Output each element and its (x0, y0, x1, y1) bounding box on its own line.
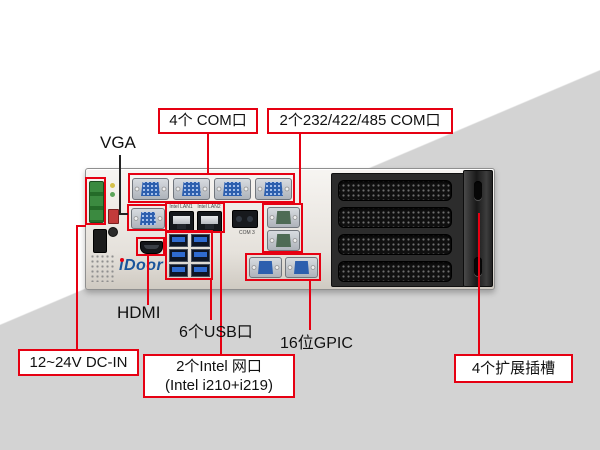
callout-label-lan: 2个Intel 网口 (Intel i210+i219) (165, 357, 273, 396)
lan2-print-label: Intel LAN2 (197, 204, 221, 210)
vga-port (131, 208, 165, 229)
expansion-slot-2 (338, 207, 452, 228)
callout-label-gpio: 16位GPIC (280, 335, 353, 352)
com-port-5 (267, 207, 300, 228)
callout-line-slots (478, 213, 480, 355)
callout-line-gpio (309, 281, 311, 330)
callout-label-slots: 4个扩展插槽 (471, 359, 556, 377)
callout-box-lan: 2个Intel 网口 (Intel i210+i219) (143, 354, 295, 398)
power-switch (108, 209, 119, 224)
callout-label-lan-line2: (Intel i210+i219) (165, 377, 273, 394)
com3-print-label: COM 3 (239, 230, 255, 236)
highlight-com-ports (128, 173, 295, 203)
gpio-port-2 (285, 257, 318, 278)
usb-port-1 (169, 234, 188, 247)
callout-line-lan (220, 233, 222, 355)
expansion-slot-1 (338, 180, 452, 201)
com-port-1 (132, 178, 169, 200)
expansion-slot-area (331, 173, 465, 287)
callout-line-hdmi (147, 256, 149, 305)
callout-label-usb: 6个USB口 (179, 324, 253, 341)
bracket-hole-top (474, 181, 482, 200)
callout-box-com232: 2个232/422/485 COM口 (267, 108, 453, 134)
callout-label-vga: VGA (100, 133, 136, 152)
brand-logo-dot (120, 258, 124, 262)
expansion-slot-4 (338, 261, 452, 282)
usb-port-5 (169, 264, 188, 277)
audio-jacks (232, 210, 258, 228)
callout-line-vga-h (119, 213, 128, 215)
callout-box-dcin: 12~24V DC-IN (18, 349, 139, 376)
gpio-port-1 (249, 257, 282, 278)
callout-label-dcin: 12~24V DC-IN (29, 353, 128, 371)
callout-line-vga (119, 155, 121, 215)
callout-label-lan-line1: 2个Intel 网口 (176, 357, 262, 375)
highlight-com232-ports (262, 203, 303, 253)
callout-box-com4: 4个 COM口 (158, 108, 258, 134)
callout-label-com232: 2个232/422/485 COM口 (279, 112, 441, 130)
lan1-print-label: Intel LAN1 (169, 204, 193, 210)
usb-port-2 (191, 234, 210, 247)
highlight-dc-terminal (85, 177, 106, 225)
callout-label-hdmi: HDMI (117, 303, 161, 322)
usb-port-6 (191, 264, 210, 277)
callout-line-dcin-h (76, 225, 86, 227)
callout-line-usb (210, 280, 212, 320)
callout-line-com4 (207, 134, 209, 173)
com-port-4 (255, 178, 292, 200)
highlight-lan-ports (165, 202, 225, 233)
hdmi-port (140, 241, 163, 254)
com-port-2 (173, 178, 210, 200)
usb-port-3 (169, 249, 188, 262)
brand-logo: iDoor (119, 257, 164, 274)
power-led (110, 183, 115, 188)
callout-box-slots: 4个扩展插槽 (454, 354, 573, 383)
callout-line-dcin (76, 225, 78, 350)
highlight-hdmi-port (136, 237, 165, 256)
reset-button (108, 227, 118, 237)
highlight-vga-port (127, 204, 167, 231)
device-rear-panel: Intel LAN1 Intel LAN2 COM 3 iDoor (85, 168, 495, 290)
expansion-slot-3 (338, 234, 452, 255)
highlight-usb-ports (165, 230, 213, 280)
com-port-6 (267, 230, 300, 251)
vent-grid (90, 254, 116, 282)
com-port-3 (214, 178, 251, 200)
aux-connector (93, 229, 107, 253)
highlight-gpio-ports (245, 253, 321, 281)
dc-power-terminal (89, 181, 104, 223)
callout-label-com4: 4个 COM口 (169, 112, 247, 130)
callout-line-com232 (299, 134, 301, 203)
usb-port-4 (191, 249, 210, 262)
status-led (110, 192, 115, 197)
